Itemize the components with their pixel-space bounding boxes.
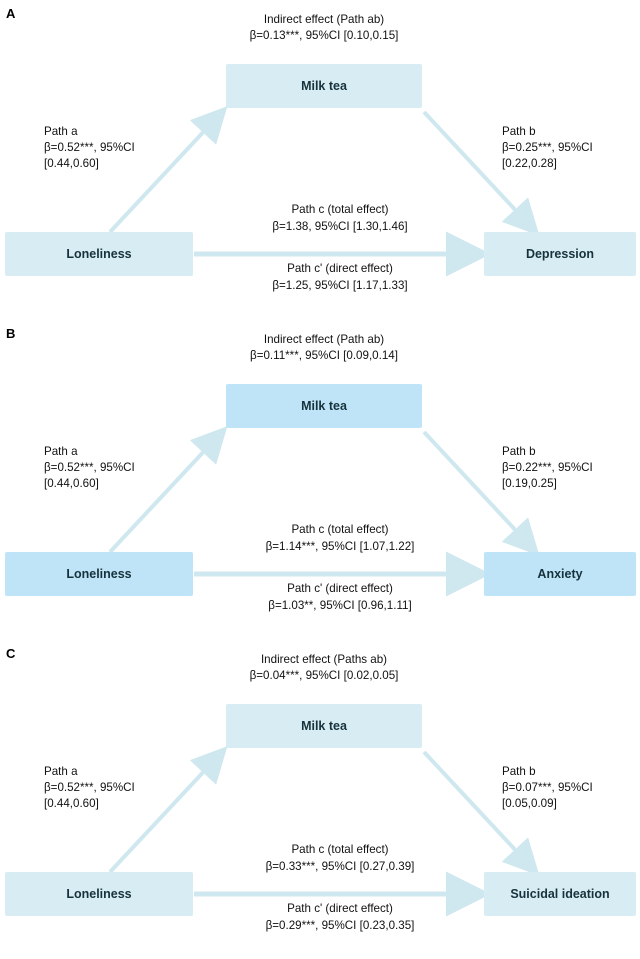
path-b-line3-a: [0.22,0.28] [502, 157, 557, 170]
node-mediator-c: Milk tea [226, 704, 422, 748]
path-b-line3-b: [0.19,0.25] [502, 477, 557, 490]
path-a-line3-b: [0.44,0.60] [44, 477, 99, 490]
path-a-line3-a: [0.44,0.60] [44, 157, 99, 170]
panel-label-a: A [6, 6, 16, 21]
arrow-path-b [422, 430, 540, 556]
path-b-line1-c: Path b [502, 765, 536, 778]
path-a-line2-b: β=0.52***, 95%CI [44, 461, 135, 474]
path-c-line1-b: Path c (total effect) [291, 523, 389, 536]
panel-a: A Indirect effect (Path ab) β=0.13***, 9… [0, 0, 640, 319]
path-c-line2-a: β=1.38, 95%CI [1.30,1.46] [272, 220, 408, 233]
path-c-prime-line2-c: β=0.29***, 95%CI [0.23,0.35] [265, 919, 415, 932]
node-mediator-b: Milk tea [226, 384, 422, 428]
arrow-path-b [422, 110, 540, 236]
path-a-line1-b: Path a [44, 445, 78, 458]
path-c-line2-c: β=0.33***, 95%CI [0.27,0.39] [265, 860, 415, 873]
path-c-line1-a: Path c (total effect) [291, 203, 389, 216]
path-c-line2-b: β=1.14***, 95%CI [1.07,1.22] [265, 540, 415, 553]
arrow-path-a [108, 746, 228, 874]
path-b-line2-c: β=0.07***, 95%CI [502, 781, 593, 794]
panel-c-arrows [108, 746, 540, 917]
node-predictor-a: Loneliness [5, 232, 193, 276]
node-predictor-c: Loneliness [5, 872, 193, 916]
path-c-prime-line1-c: Path c' (direct effect) [287, 902, 393, 915]
path-b-line2-a: β=0.25***, 95%CI [502, 141, 593, 154]
panel-label-c: C [6, 646, 16, 661]
path-c-line1-c: Path c (total effect) [291, 843, 389, 856]
path-a-line1-a: Path a [44, 125, 78, 138]
indirect-effect-line2-a: β=0.13***, 95%CI [0.10,0.15] [249, 29, 399, 42]
path-b-line2-b: β=0.22***, 95%CI [502, 461, 593, 474]
indirect-effect-line1-b: Indirect effect (Path ab) [263, 333, 385, 346]
node-outcome-b: Anxiety [484, 552, 636, 596]
indirect-effect-line2-c: β=0.04***, 95%CI [0.02,0.05] [249, 669, 399, 682]
arrow-path-a [108, 426, 228, 554]
panel-label-b: B [6, 326, 16, 341]
path-c-prime-line2-a: β=1.25, 95%CI [1.17,1.33] [272, 279, 408, 292]
panel-a-arrows [108, 106, 540, 277]
path-a-line2-c: β=0.52***, 95%CI [44, 781, 135, 794]
indirect-effect-line1-c: Indirect effect (Paths ab) [260, 653, 388, 666]
node-outcome-c: Suicidal ideation [484, 872, 636, 916]
panel-b-arrows [108, 426, 540, 597]
arrow-path-a [108, 106, 228, 234]
panel-c: C Indirect effect (Paths ab) β=0.04***, … [0, 640, 640, 959]
path-c-prime-line1-b: Path c' (direct effect) [287, 582, 393, 595]
node-outcome-a: Depression [484, 232, 636, 276]
path-c-prime-line2-b: β=1.03**, 95%CI [0.96,1.11] [268, 599, 412, 612]
node-predictor-b: Loneliness [5, 552, 193, 596]
path-c-prime-line1-a: Path c' (direct effect) [287, 262, 393, 275]
node-mediator-a: Milk tea [226, 64, 422, 108]
path-b-line1-a: Path b [502, 125, 536, 138]
path-b-line3-c: [0.05,0.09] [502, 797, 557, 810]
path-a-line3-c: [0.44,0.60] [44, 797, 99, 810]
panel-b: B Indirect effect (Path ab) β=0.11***, 9… [0, 320, 640, 639]
path-a-line2-a: β=0.52***, 95%CI [44, 141, 135, 154]
indirect-effect-line1-a: Indirect effect (Path ab) [263, 13, 385, 26]
path-b-line1-b: Path b [502, 445, 536, 458]
path-a-line1-c: Path a [44, 765, 78, 778]
indirect-effect-line2-b: β=0.11***, 95%CI [0.09,0.14] [250, 349, 398, 362]
arrow-path-b [422, 750, 540, 876]
